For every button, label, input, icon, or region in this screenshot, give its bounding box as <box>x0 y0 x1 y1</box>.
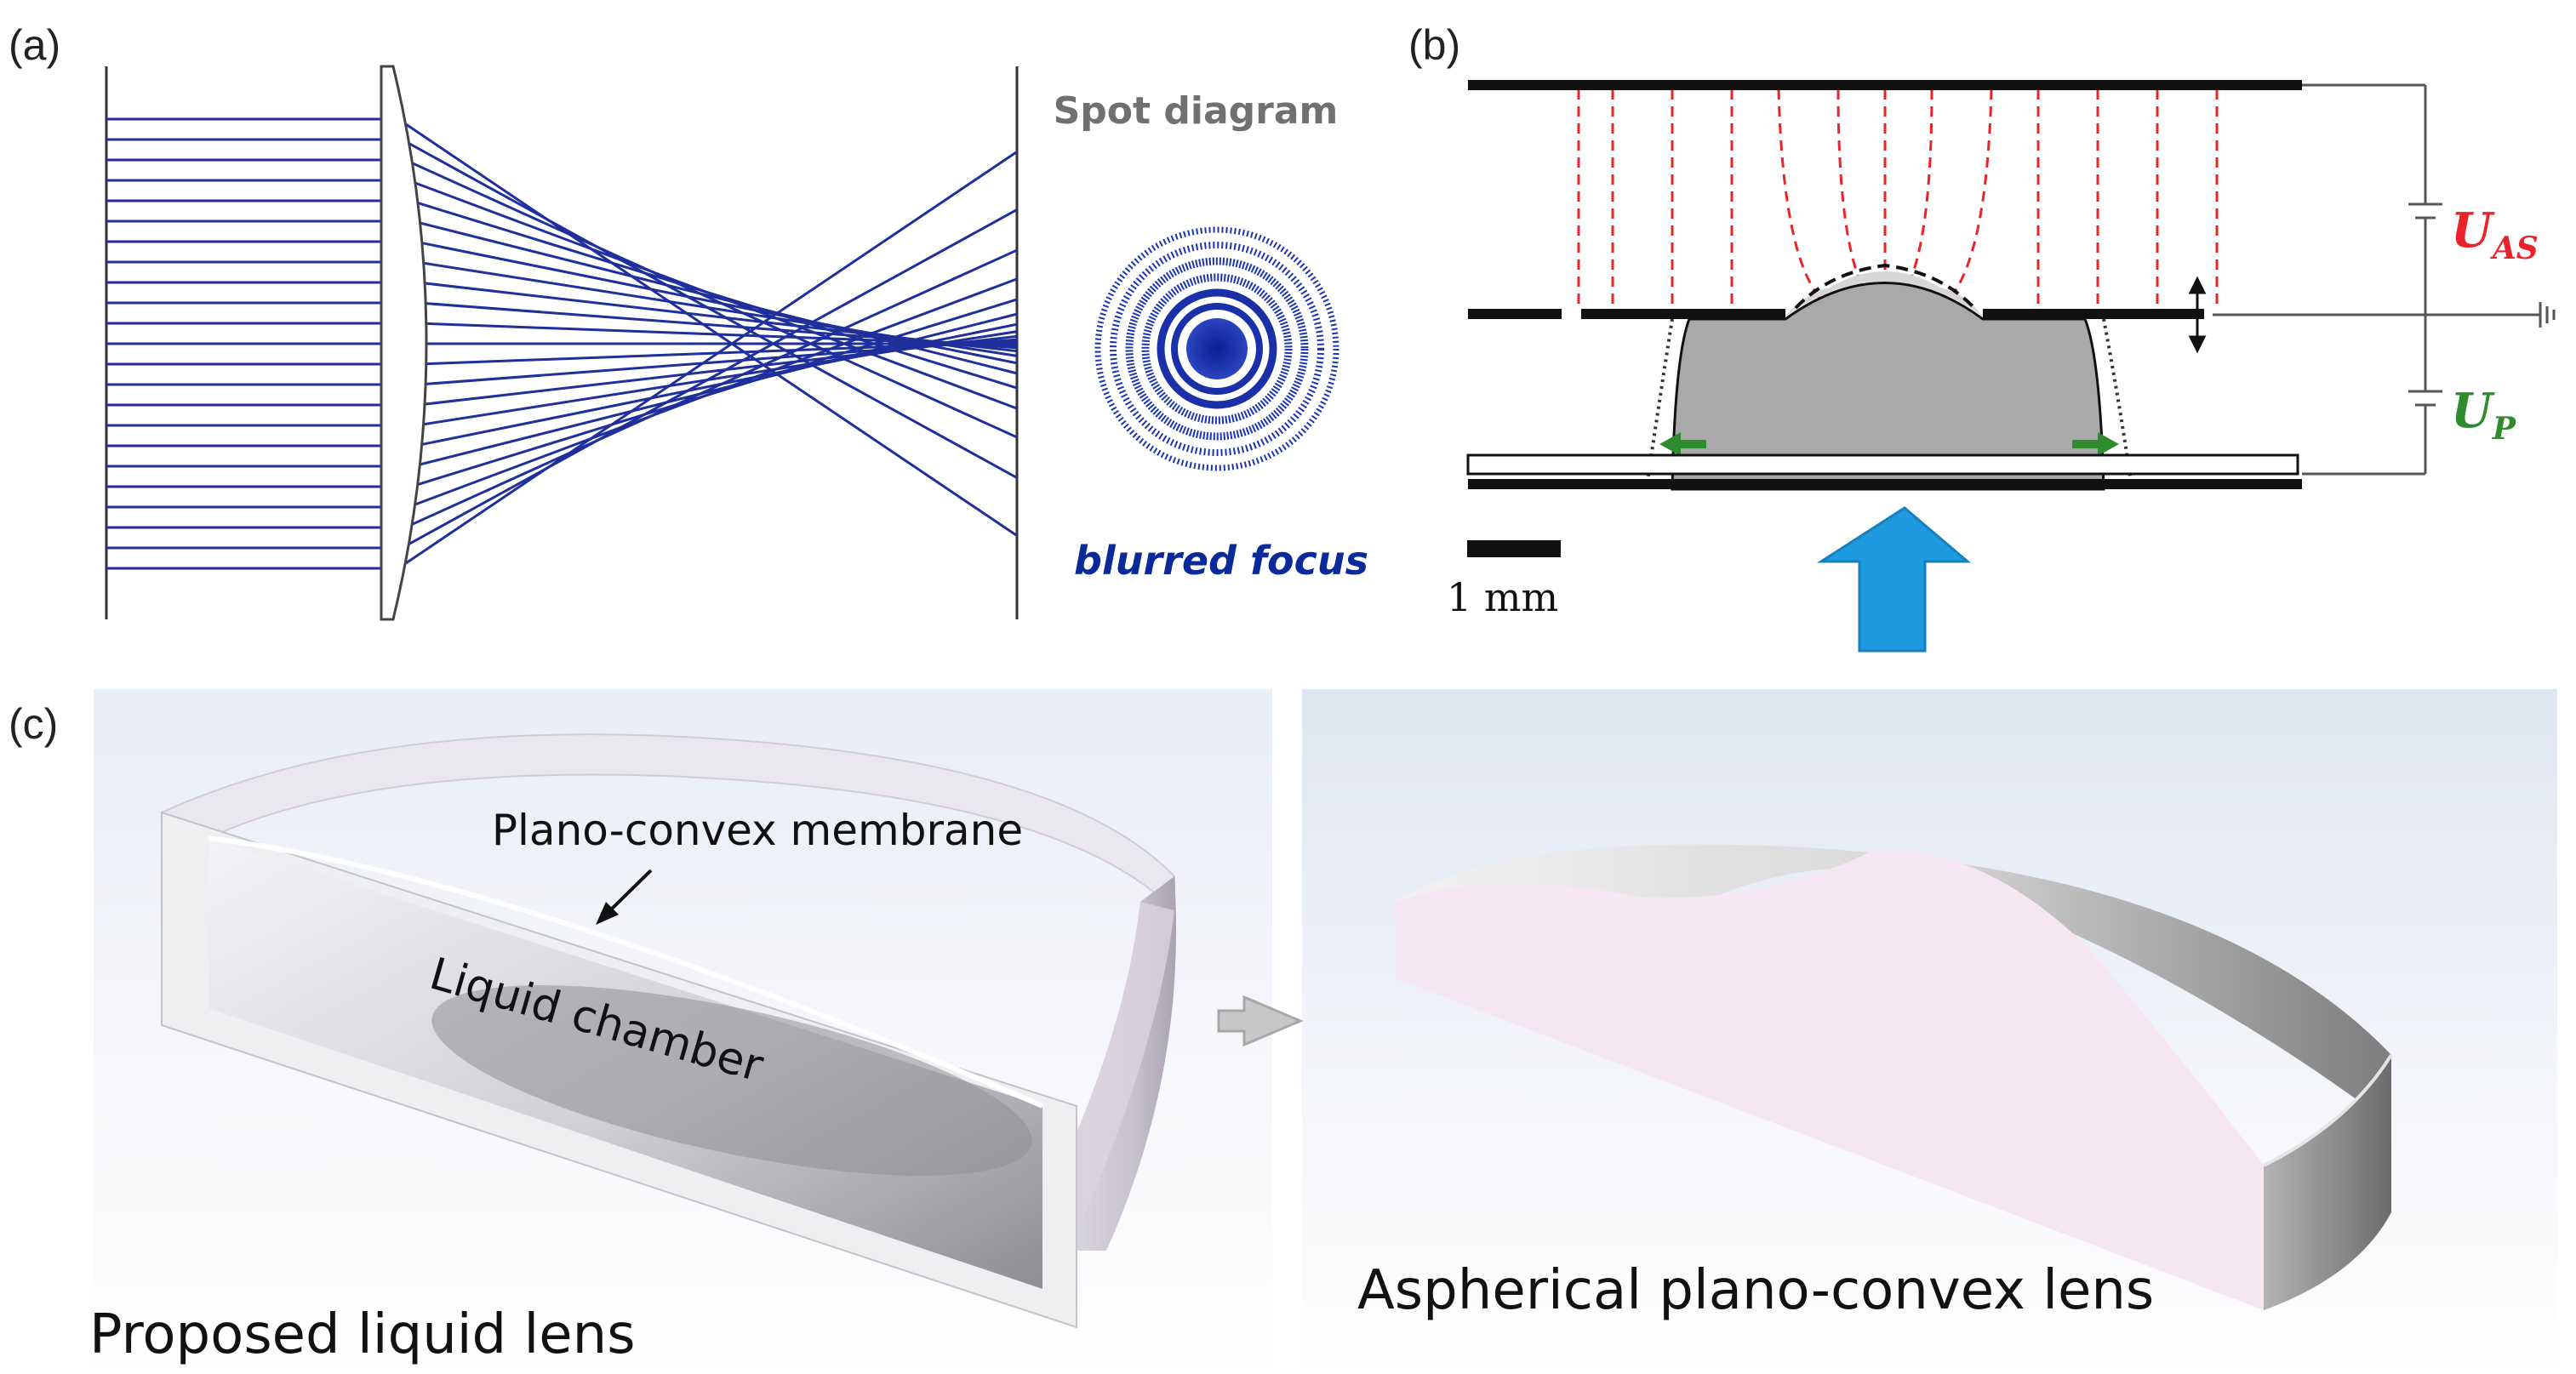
wetting-arrows <box>1659 432 2119 456</box>
contact-line-right <box>2102 318 2133 487</box>
arrow-right-icon <box>2072 432 2119 456</box>
panel-b: (b) UAS UP <box>1408 21 2556 653</box>
liquid-lens-render <box>159 733 1177 1329</box>
panel-c: (c) Plano-convex membrane Liquid chamber <box>9 689 2557 1374</box>
light-direction-arrow <box>1816 506 1972 653</box>
arrow-left-icon <box>1659 432 1706 456</box>
middle-electrode-left <box>1468 309 1562 319</box>
glass-substrate <box>1466 453 2299 476</box>
bottom-electrode <box>1468 479 2302 489</box>
panel-a: (a) Spot diagram blurred focus <box>9 21 1368 621</box>
liquid-lens-body <box>1671 282 2105 491</box>
panel-a-label: (a) <box>9 21 60 69</box>
spot-caption: blurred focus <box>1074 538 1368 584</box>
ray-bundle <box>106 117 1018 570</box>
light-ray <box>106 138 1018 479</box>
panel-b-label: (b) <box>1408 21 1460 69</box>
panel-c-label: (c) <box>9 700 58 748</box>
electric-field-lines <box>1577 88 2219 308</box>
membrane-dome-light <box>1785 271 1983 316</box>
circuit-wires <box>2213 83 2556 476</box>
deformed-membrane-outline <box>1794 263 1976 310</box>
membrane-pointer-arrow-icon <box>596 902 619 925</box>
membrane-label: Plano-convex membrane <box>492 806 1023 855</box>
scale-bar <box>1467 540 1561 557</box>
light-ray <box>106 208 1018 550</box>
right-caption: Aspherical plano-convex lens <box>1357 1259 2154 1322</box>
voltage-as-label: UAS <box>2451 202 2539 266</box>
middle-electrode-inner-left <box>1581 309 1785 319</box>
scale-bar-label: 1 mm <box>1447 574 1558 620</box>
aspheric-lens-render <box>1396 844 2393 1310</box>
top-electrode <box>1468 80 2302 90</box>
left-caption: Proposed liquid lens <box>89 1303 636 1366</box>
transition-arrow-icon <box>1217 995 1304 1047</box>
membrane-pointer-line <box>604 869 653 916</box>
gap-double-arrow <box>2188 276 2207 354</box>
plano-convex-lens <box>380 65 428 621</box>
spot-diagram <box>1094 226 1339 471</box>
middle-electrode-inner-right <box>1983 309 2204 319</box>
voltage-p-label: UP <box>2451 383 2516 447</box>
spot-diagram-title: Spot diagram <box>1054 89 1339 133</box>
contact-line-left <box>1645 318 1674 487</box>
